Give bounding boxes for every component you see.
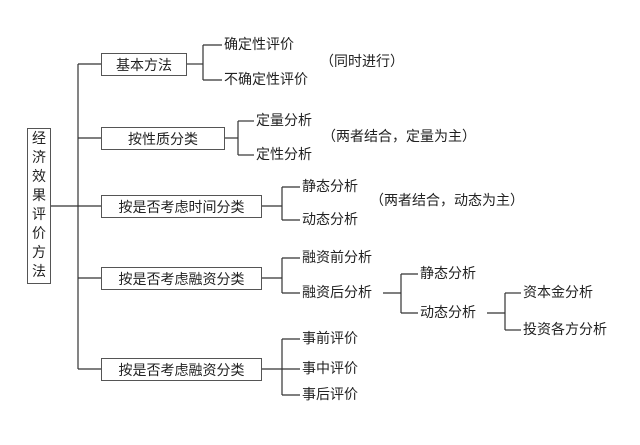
root-char: 评 <box>32 207 46 223</box>
leaf-label: 事前评价 <box>302 331 358 347</box>
category-node: 基本方法 <box>101 53 187 76</box>
category-label: 按性质分类 <box>128 131 198 148</box>
leaf-label: 确定性评价 <box>224 37 294 53</box>
root-char: 经 <box>32 131 46 147</box>
category-node: 按是否考虑融资分类 <box>101 358 262 381</box>
root-node: 经 济 效 果 评 价 方 法 <box>27 128 51 284</box>
note-label: （同时进行） <box>320 54 404 70</box>
category-node: 按是否考虑时间分类 <box>101 195 262 218</box>
note-label: （两者结合，定量为主） <box>322 129 476 145</box>
leaf-label: 定性分析 <box>256 147 312 163</box>
note-label: （两者结合，动态为主） <box>370 193 524 209</box>
leaf-label: 投资各方分析 <box>523 322 607 338</box>
root-char: 果 <box>32 188 46 204</box>
leaf-label: 事中评价 <box>302 361 358 377</box>
category-node: 按性质分类 <box>101 127 225 150</box>
leaf-label: 静态分析 <box>420 266 476 282</box>
category-label: 按是否考虑融资分类 <box>118 271 245 288</box>
leaf-label: 定量分析 <box>256 113 312 129</box>
category-label: 基本方法 <box>116 57 172 74</box>
root-char: 法 <box>32 264 46 280</box>
category-node: 按是否考虑融资分类 <box>101 267 262 290</box>
leaf-label: 事后评价 <box>302 387 358 403</box>
root-char: 价 <box>32 226 46 242</box>
root-char: 方 <box>32 245 46 261</box>
leaf-label: 动态分析 <box>420 305 476 321</box>
category-label: 按是否考虑融资分类 <box>118 362 245 379</box>
root-char: 济 <box>32 150 46 166</box>
leaf-label: 不确定性评价 <box>224 72 308 88</box>
leaf-label: 静态分析 <box>302 179 358 195</box>
category-label: 按是否考虑时间分类 <box>118 199 245 216</box>
root-char: 效 <box>32 169 46 185</box>
leaf-label: 融资后分析 <box>302 285 372 301</box>
leaf-label: 融资前分析 <box>302 250 372 266</box>
leaf-label: 动态分析 <box>302 212 358 228</box>
leaf-label: 资本金分析 <box>523 285 593 301</box>
